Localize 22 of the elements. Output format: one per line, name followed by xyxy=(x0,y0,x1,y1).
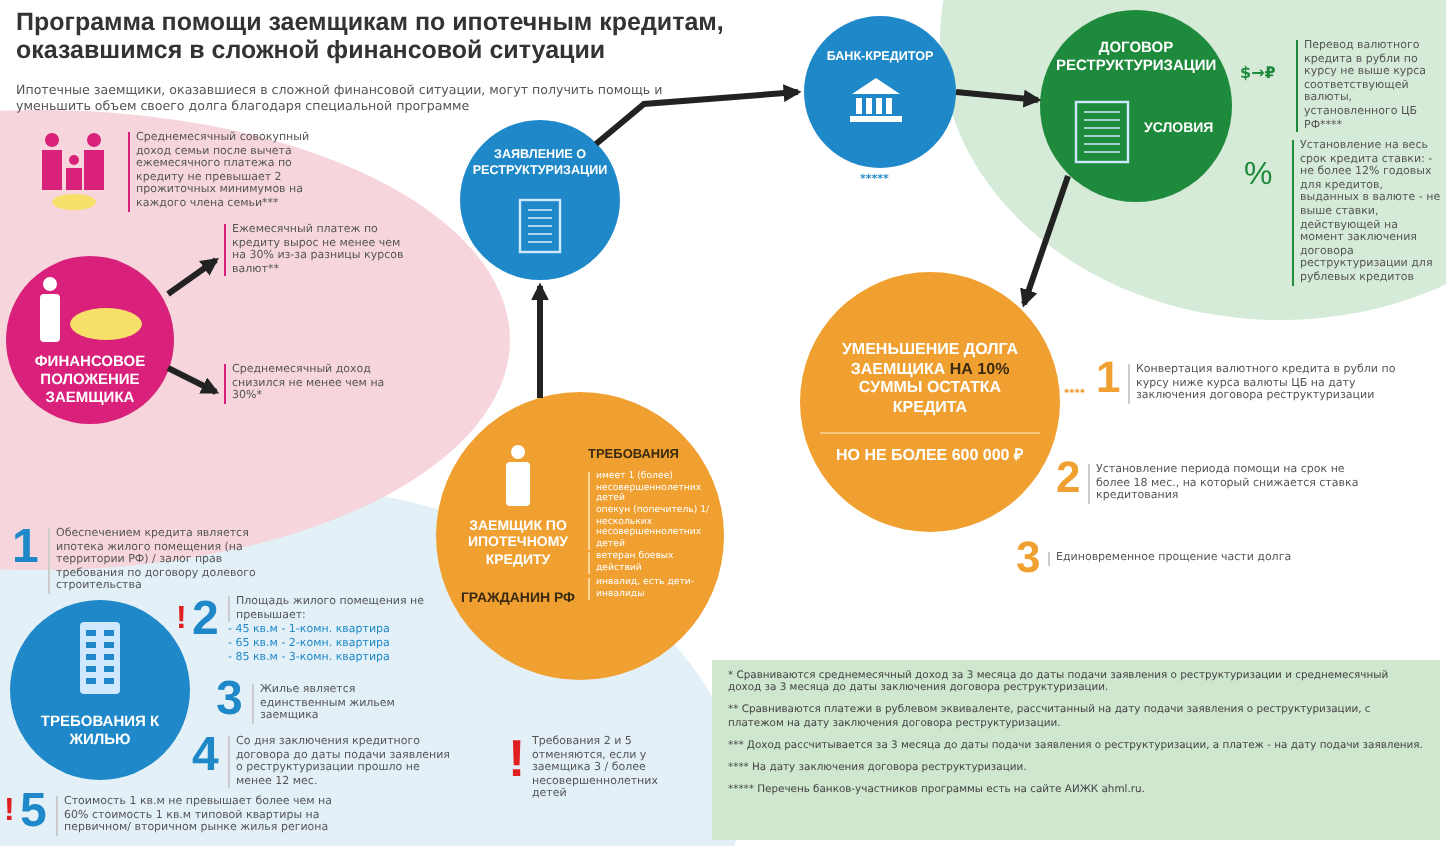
arrow xyxy=(955,89,1042,108)
arrow xyxy=(1020,175,1071,308)
item-number: 2 xyxy=(192,596,220,644)
warning-mark: ! xyxy=(4,796,17,828)
item-number: 3 xyxy=(216,676,244,724)
arrow xyxy=(594,84,802,147)
item-number: 1 xyxy=(12,524,40,572)
warning-mark: ! xyxy=(176,604,189,636)
arrow xyxy=(531,282,549,398)
item-number: 1 xyxy=(1096,356,1123,400)
warning-mark: ! xyxy=(508,732,528,784)
circle-title: УМЕНЬШЕНИЕ ДОЛГА ЗАЕМЩИКА НА 10% СУММЫ ОСТАТКА КРЕДИТА xyxy=(839,340,1021,417)
currency-sign: $→₽ xyxy=(1240,64,1278,84)
arrow xyxy=(166,365,220,395)
title: Программа помощи заемщикам по ипотечным кредитам, оказавшимся в сложной финансовой ситуации xyxy=(16,8,726,66)
item-number: 4 xyxy=(192,732,220,780)
item-number: 3 xyxy=(1016,536,1043,580)
item-number: 2 xyxy=(1056,456,1083,500)
item-number: 5 xyxy=(20,788,48,836)
arrow xyxy=(166,257,219,297)
circle-subtitle: НО НЕ БОЛЕЕ 600 000 ₽ xyxy=(820,432,1040,466)
percent-sign: % xyxy=(1244,160,1275,192)
